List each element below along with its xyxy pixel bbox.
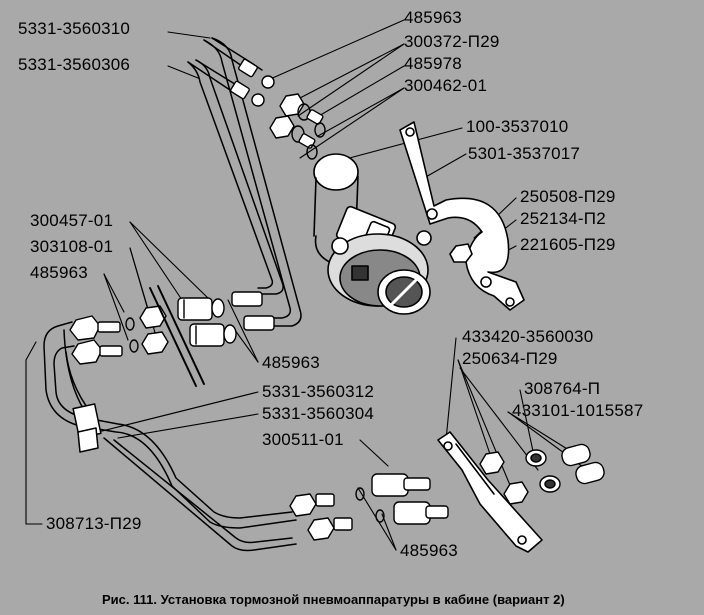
bracket-rod (149, 285, 205, 387)
label-300462-01: 300462-01 (404, 76, 488, 95)
label-485963-left: 485963 (30, 263, 88, 282)
label-5331-3560306: 5331-3560306 (18, 55, 131, 74)
figure-caption: Рис. 111. Установка тормозной пневмоаппа… (102, 592, 565, 607)
label-485963-mid: 485963 (262, 353, 320, 372)
label-5331-3560304: 5331-3560304 (262, 404, 375, 423)
label-485978: 485978 (404, 54, 462, 73)
label-433420-3560030: 433420-3560030 (462, 327, 594, 346)
lower-fittings (289, 473, 449, 541)
label-300372-p29: 300372-П29 (404, 32, 500, 51)
label-485963-bottom: 485963 (400, 541, 458, 560)
brake-valve (313, 153, 432, 315)
label-433101-1015587: 433101-1015587 (512, 401, 644, 420)
label-485963-top: 485963 (404, 8, 462, 27)
label-300457-01: 300457-01 (30, 211, 114, 230)
label-308764-p: 308764-П (524, 379, 601, 398)
mounting-plate (437, 431, 543, 553)
label-300511-01: 300511-01 (262, 430, 344, 449)
label-5301-3537017: 5301-3537017 (468, 144, 581, 163)
right-small-parts (479, 443, 605, 505)
label-100-3537010: 100-3537010 (466, 117, 569, 136)
label-5331-3560310: 5331-3560310 (18, 19, 131, 38)
label-250508-p29: 250508-П29 (520, 187, 616, 206)
lever-bracket (399, 121, 525, 311)
label-250634-p29: 250634-П29 (462, 349, 558, 368)
pipe-bundle (187, 37, 302, 327)
middle-left-fittings (69, 291, 275, 365)
label-221605-p29: 221605-П29 (520, 235, 616, 254)
upper-fittings (230, 58, 326, 160)
label-5331-3560312: 5331-3560312 (262, 382, 375, 401)
label-252134-p2: 252134-П2 (520, 209, 606, 228)
label-303108-01: 303108-01 (30, 237, 114, 256)
label-308713-p29: 308713-П29 (46, 514, 142, 533)
left-pipe-run (43, 321, 297, 552)
